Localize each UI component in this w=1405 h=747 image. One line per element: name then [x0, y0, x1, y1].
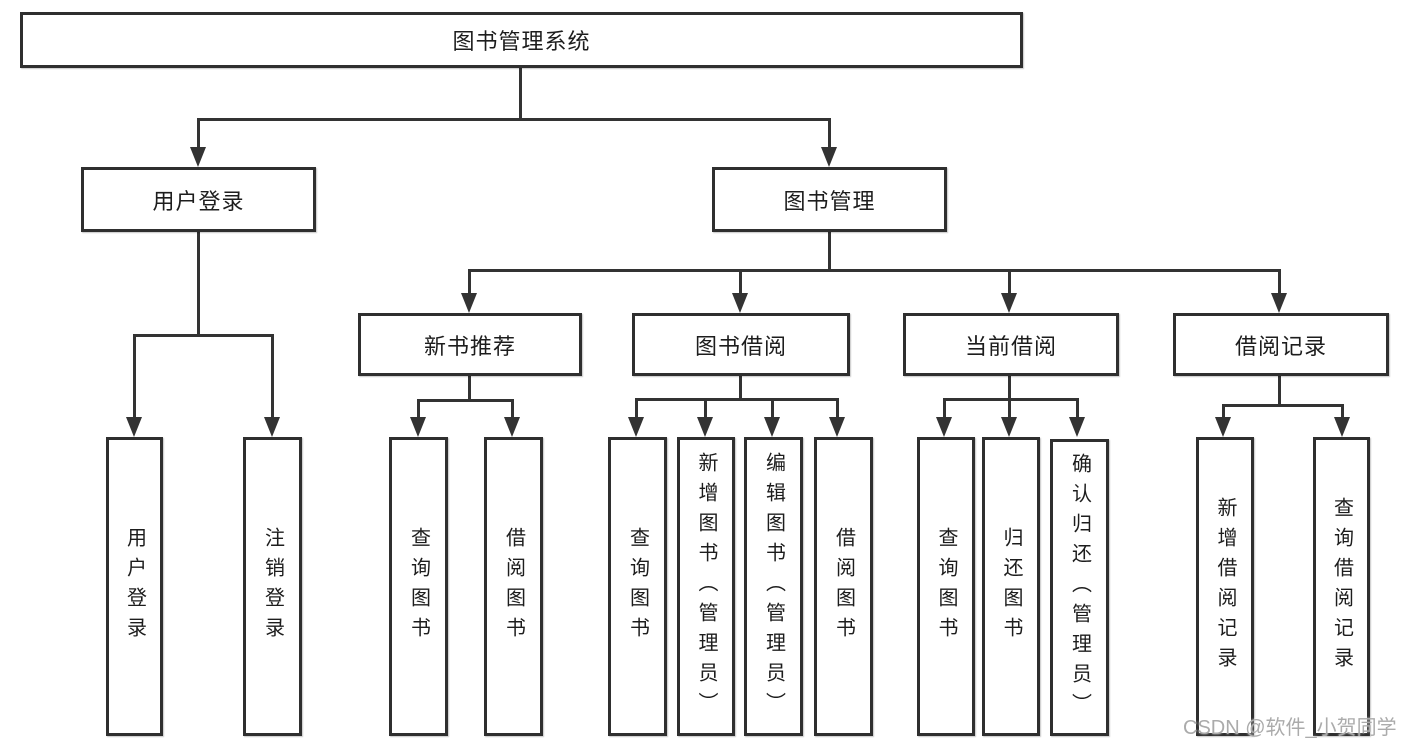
- connector: [468, 269, 1281, 272]
- connector: [133, 334, 274, 337]
- node-borrowing-records: 借阅记录: [1173, 313, 1389, 376]
- node-new-book-recommendation-label: 新书推荐: [423, 333, 516, 359]
- connector: [635, 398, 839, 401]
- leaf-edit-books-admin: 编辑图书（管理员）: [744, 437, 803, 736]
- leaf-query-books-recommend-label: 查询图书: [407, 526, 430, 647]
- leaf-borrow-books-recommend: 借阅图书: [484, 437, 543, 736]
- arrow-down: [829, 417, 845, 437]
- connector: [1278, 269, 1281, 295]
- connector: [1222, 404, 1225, 419]
- connector: [417, 399, 514, 402]
- leaf-borrow-books-borrow: 借阅图书: [814, 437, 873, 736]
- arrow-down: [764, 417, 780, 437]
- arrow-down: [697, 417, 713, 437]
- node-book-management: 图书管理: [712, 167, 947, 232]
- leaf-confirm-return-admin: 确认归还（管理员）: [1050, 439, 1109, 736]
- connector: [1222, 404, 1344, 407]
- connector: [739, 269, 742, 295]
- node-user-login-branch: 用户登录: [81, 167, 316, 232]
- connector: [943, 398, 946, 419]
- arrow-down: [410, 417, 426, 437]
- leaf-user-login-label: 用户登录: [123, 526, 146, 647]
- leaf-query-borrow-record-label: 查询借阅记录: [1330, 496, 1353, 677]
- arrow-down: [1069, 417, 1085, 437]
- node-new-book-recommendation: 新书推荐: [358, 313, 582, 376]
- leaf-query-borrow-record: 查询借阅记录: [1313, 437, 1370, 736]
- node-user-login-branch-label: 用户登录: [152, 188, 245, 214]
- arrow-down: [126, 417, 142, 437]
- connector: [1341, 404, 1344, 419]
- connector: [739, 376, 742, 401]
- connector: [511, 399, 514, 419]
- arrow-down: [504, 417, 520, 437]
- leaf-add-books-admin-label: 新增图书（管理员）: [695, 451, 717, 722]
- connector: [468, 376, 471, 402]
- connector: [1008, 398, 1011, 419]
- leaf-query-books-borrow: 查询图书: [608, 437, 667, 736]
- arrow-down: [732, 293, 748, 313]
- connector: [828, 232, 831, 272]
- connector: [1278, 376, 1281, 407]
- arrow-down: [936, 417, 952, 437]
- node-book-borrowing: 图书借阅: [632, 313, 850, 376]
- arrow-down: [190, 147, 206, 167]
- leaf-add-books-admin: 新增图书（管理员）: [677, 437, 735, 736]
- connector: [943, 398, 1079, 401]
- leaf-add-borrow-record-label: 新增借阅记录: [1214, 496, 1236, 677]
- connector: [197, 232, 200, 337]
- node-root: 图书管理系统: [20, 12, 1023, 68]
- arrow-down: [1001, 417, 1017, 437]
- arrow-down: [461, 293, 477, 313]
- leaf-return-books: 归还图书: [982, 437, 1040, 736]
- leaf-add-borrow-record: 新增借阅记录: [1196, 437, 1254, 736]
- leaf-query-books-current-label: 查询图书: [935, 526, 957, 647]
- leaf-query-books-borrow-label: 查询图书: [626, 526, 649, 647]
- leaf-user-login: 用户登录: [106, 437, 163, 736]
- leaf-return-books-label: 归还图书: [1000, 526, 1022, 647]
- leaf-edit-books-admin-label: 编辑图书（管理员）: [762, 451, 785, 722]
- connector: [417, 399, 420, 419]
- connector: [635, 398, 638, 419]
- node-book-borrowing-label: 图书借阅: [694, 333, 787, 359]
- leaf-query-books-recommend: 查询图书: [389, 437, 448, 736]
- node-book-management-label: 图书管理: [783, 188, 876, 214]
- connector: [704, 398, 707, 419]
- arrow-down: [1215, 417, 1231, 437]
- connector: [1008, 269, 1011, 295]
- connector: [1076, 398, 1079, 419]
- node-borrowing-records-label: 借阅记录: [1234, 333, 1327, 359]
- connector: [197, 118, 831, 121]
- leaf-confirm-return-admin-label: 确认归还（管理员）: [1068, 452, 1091, 723]
- connector: [197, 118, 200, 149]
- node-current-borrowing-label: 当前借阅: [964, 333, 1057, 359]
- leaf-logout: 注销登录: [243, 437, 302, 736]
- arrow-down: [1271, 293, 1287, 313]
- arrow-down: [821, 147, 837, 167]
- leaf-borrow-books-recommend-label: 借阅图书: [502, 526, 525, 647]
- connector: [468, 269, 471, 295]
- node-root-label: 图书管理系统: [452, 29, 591, 54]
- arrow-down: [1334, 417, 1350, 437]
- csdn-watermark: CSDN @软件_小贺同学: [1183, 717, 1397, 739]
- arrow-down: [1001, 293, 1017, 313]
- connector: [519, 68, 522, 120]
- connector: [271, 334, 274, 419]
- leaf-query-books-current: 查询图书: [917, 437, 975, 736]
- arrow-down: [628, 417, 644, 437]
- connector: [771, 398, 774, 419]
- connector: [133, 334, 136, 419]
- leaf-logout-label: 注销登录: [261, 526, 284, 647]
- connector: [1008, 376, 1011, 401]
- connector: [836, 398, 839, 419]
- node-current-borrowing: 当前借阅: [903, 313, 1119, 376]
- leaf-borrow-books-borrow-label: 借阅图书: [832, 526, 855, 647]
- connector: [828, 118, 831, 149]
- arrow-down: [264, 417, 280, 437]
